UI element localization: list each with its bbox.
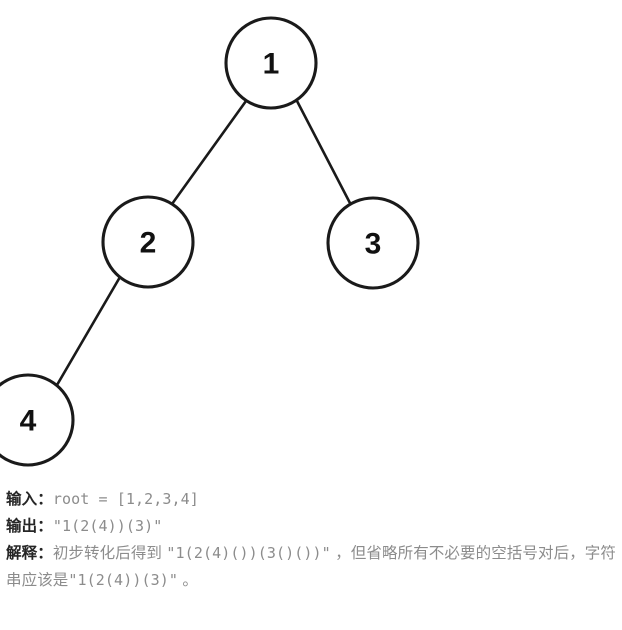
example-output-line: 输出："1(2(4))(3)" [6,513,622,540]
tree-node-label-3: 3 [365,228,382,261]
tree-node-circle-3 [326,196,420,290]
output-value: "1(2(4))(3)" [52,517,163,535]
explain-code-initial: "1(2(4)())(3()())" [166,544,331,562]
tree-nodes-group: 1 2 3 4 [0,16,420,467]
tree-edges-group [55,99,353,387]
tree-node-3: 3 [326,196,420,290]
input-value: root = [1,2,3,4] [52,490,199,508]
binary-tree-figure: 1 2 3 4 [0,16,420,467]
tree-edge-n1-n3 [295,99,353,207]
tree-node-circle-1 [224,16,318,110]
output-label: 输出： [6,518,53,535]
example-text-block: 输入：root = [1,2,3,4] 输出："1(2(4))(3)" 解释：初… [6,486,622,594]
explain-text-part2: ，但省略所有不必要的空括号对后，字符串应该是 [6,545,616,589]
tree-edge-n1-n2 [170,99,248,206]
tree-node-label-2: 2 [140,227,157,260]
tree-edge-n2-n4 [55,275,122,387]
example-input-line: 输入：root = [1,2,3,4] [6,486,622,513]
tree-node-4: 4 [0,373,75,467]
tree-node-2: 2 [101,195,195,289]
tree-node-label-1: 1 [263,48,280,81]
input-label: 输入： [6,491,53,508]
binary-tree-svg: 1 2 3 4 [0,16,420,467]
explain-text-part1: 初步转化后得到 [52,545,167,562]
tree-node-label-4: 4 [20,405,37,438]
explain-code-final: "1(2(4))(3)" [68,571,178,589]
explain-text-part3: 。 [177,572,198,589]
tree-node-circle-4 [0,373,75,467]
example-explain-line: 解释：初步转化后得到 "1(2(4)())(3()())" ，但省略所有不必要的… [6,540,622,594]
tree-node-1: 1 [224,16,318,110]
explain-label: 解释： [6,545,53,562]
tree-node-circle-2 [101,195,195,289]
